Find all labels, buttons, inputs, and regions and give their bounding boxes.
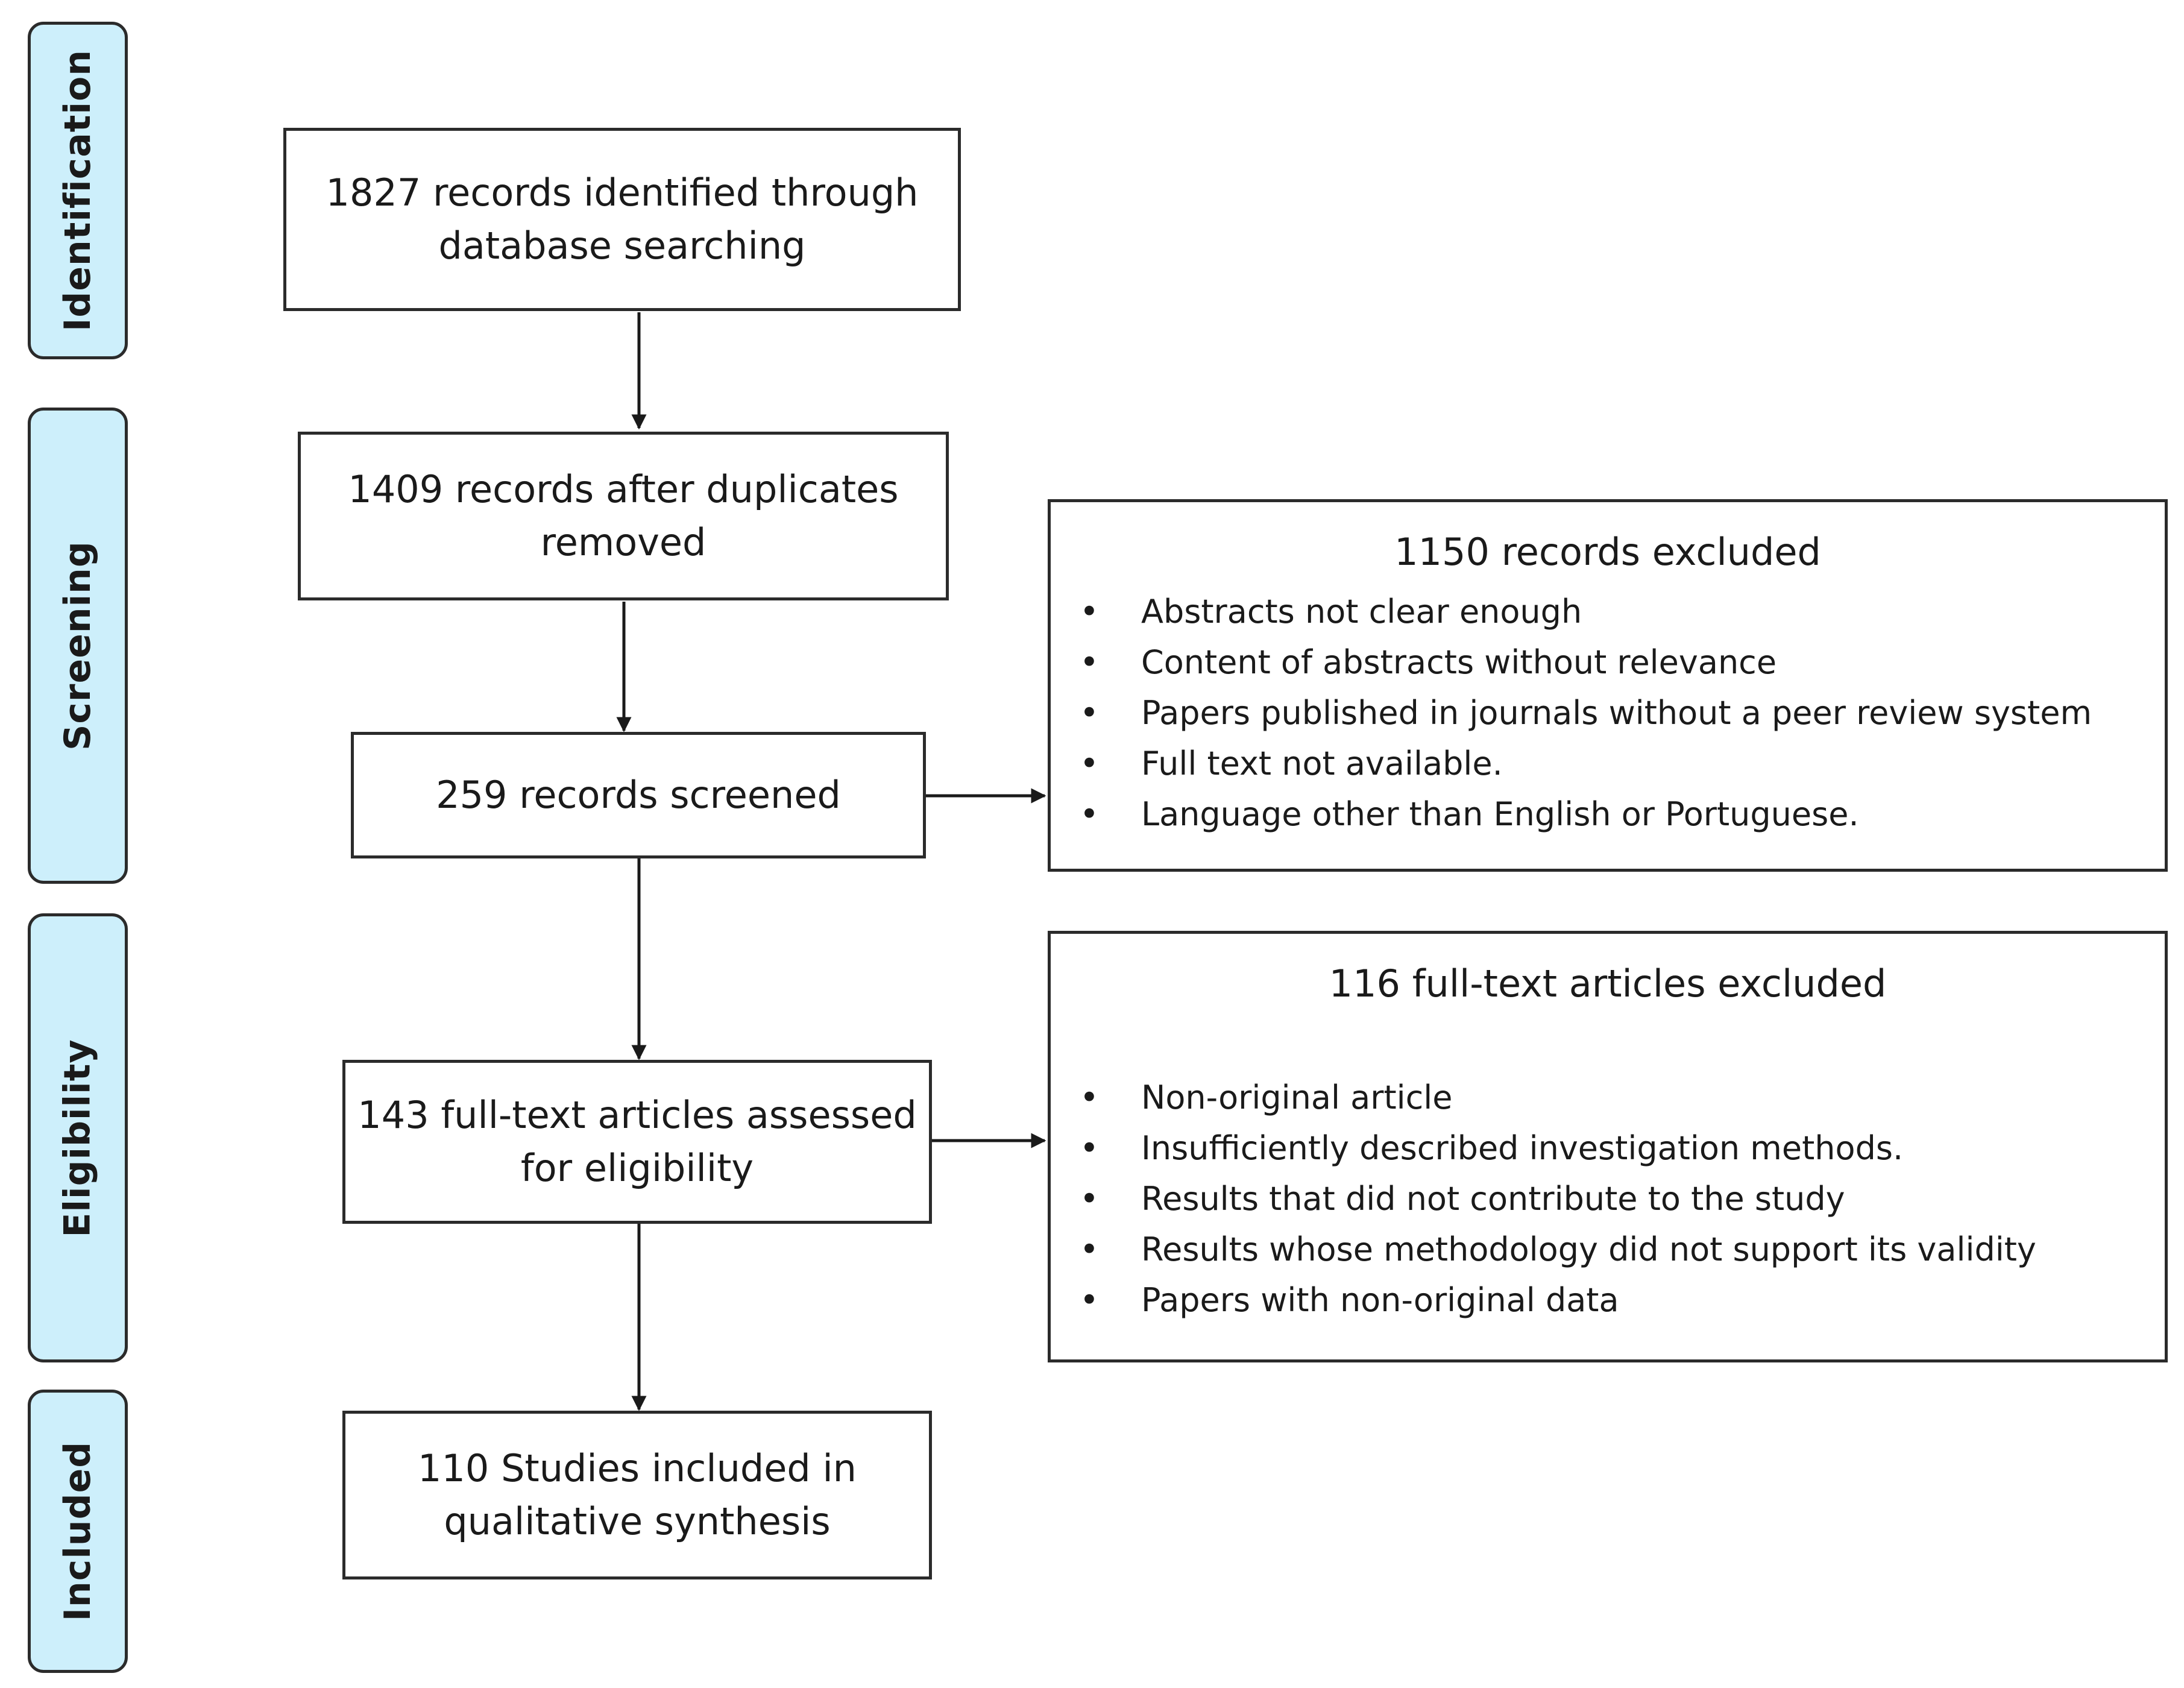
records-identified-text: 1827 records identified through database… [326, 170, 919, 268]
box-fulltext-assessed: 143 full-text articles assessed for elig… [342, 1060, 932, 1224]
phase-included: Included [28, 1390, 128, 1673]
phase-eligibility: Eligibility [28, 913, 128, 1362]
records-excluded-title: 1150 records excluded [1394, 530, 1821, 574]
box-studies-included: 110 Studies included in qualitative synt… [342, 1411, 932, 1579]
list-item: Insufficiently described investigation m… [1051, 1123, 2036, 1174]
box-fulltext-excluded: 116 full-text articles excluded Non-orig… [1048, 931, 2168, 1362]
box-records-after-duplicates: 1409 records after duplicates removed [298, 432, 949, 600]
list-item: Results that did not contribute to the s… [1051, 1174, 2036, 1224]
records-excluded-list: Abstracts not clear enough Content of ab… [1051, 587, 2092, 840]
phase-identification: Identification [28, 22, 128, 359]
list-item: Non-original article [1051, 1072, 2036, 1123]
list-item: Abstracts not clear enough [1051, 587, 2092, 637]
fulltext-excluded-title: 116 full-text articles excluded [1329, 962, 1887, 1006]
records-after-duplicates-text: 1409 records after duplicates removed [348, 467, 899, 564]
box-records-excluded: 1150 records excluded Abstracts not clea… [1048, 499, 2168, 872]
list-item: Results whose methodology did not suppor… [1051, 1224, 2036, 1275]
list-item: Language other than English or Portugues… [1051, 789, 2092, 840]
list-item: Papers with non-original data [1051, 1275, 2036, 1326]
list-item: Content of abstracts without relevance [1051, 637, 2092, 688]
phase-screening: Screening [28, 408, 128, 884]
box-records-screened: 259 records screened [351, 732, 926, 858]
list-item: Papers published in journals without a p… [1051, 688, 2092, 738]
studies-included-text: 110 Studies included in qualitative synt… [418, 1446, 857, 1543]
fulltext-excluded-list: Non-original article Insufficiently desc… [1051, 1072, 2036, 1326]
fulltext-assessed-text: 143 full-text articles assessed for elig… [357, 1092, 917, 1190]
records-screened-text: 259 records screened [436, 772, 841, 817]
box-records-identified: 1827 records identified through database… [283, 128, 961, 311]
list-item: Full text not available. [1051, 738, 2092, 789]
